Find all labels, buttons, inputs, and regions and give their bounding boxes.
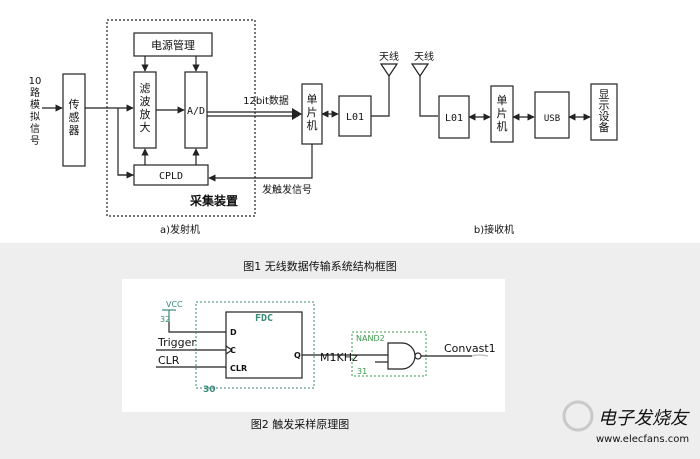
mcu-tx-label: 单片机 (307, 93, 318, 132)
antenna-rx-label: 天线 (414, 50, 434, 63)
adc-box (184, 71, 208, 149)
pin-d: D (230, 328, 237, 337)
transmitter-label: a)发射机 (160, 223, 200, 236)
figure1 (42, 19, 618, 217)
watermark: 电子发烧友 www.elecfans.com (562, 400, 690, 445)
sensor-box (62, 73, 86, 167)
fdc-box (225, 311, 303, 379)
lo1-rx-label: L01 (445, 113, 463, 124)
antenna-tx (379, 63, 399, 78)
fig1-caption: 图1 无线数据传输系统结构框图 (243, 259, 397, 273)
nand-label: NAND2 (356, 334, 385, 343)
convast-label: Convast1 (444, 342, 496, 355)
pin-c: C (230, 346, 236, 355)
watermark-logo-icon (562, 400, 594, 432)
power-box (133, 32, 213, 57)
trigger-input-label: Trigger (157, 336, 196, 349)
cpld-label: CPLD (159, 171, 183, 182)
mcu-rx-label: 单片机 (497, 94, 508, 133)
fig2-caption: 图2 触发采样原理图 (251, 417, 350, 431)
antenna-rx (410, 63, 430, 78)
filter-amp-label: 滤波放大 (140, 82, 151, 134)
vcc-num: 32 (160, 315, 170, 324)
bus-12bit-label: 12bit数据 (243, 94, 289, 107)
acq-device-label: 采集装置 (189, 193, 238, 208)
usb-label: USB (544, 114, 560, 124)
antenna-tx-label: 天线 (379, 50, 399, 63)
trigger-signal-label: 发触发信号 (262, 183, 312, 196)
watermark-text: 电子发烧友 (598, 408, 690, 429)
pin-q: Q (294, 351, 301, 360)
figure2 (156, 301, 489, 389)
num-31: 31 (357, 367, 367, 376)
pin-clr: CLR (230, 364, 247, 373)
m1khz-label: M1KHz (320, 351, 358, 364)
display-label: 显示设备 (599, 88, 610, 134)
watermark-url: www.elecfans.com (596, 434, 689, 445)
receiver-label: b)接收机 (474, 223, 514, 236)
clr-input-label: CLR (158, 354, 180, 367)
power-label: 电源管理 (151, 38, 195, 52)
fdc-label: FDC (255, 313, 273, 324)
num-30: 30 (203, 385, 216, 395)
sensor-label: 传感器 (69, 98, 80, 137)
acq-device-border (106, 19, 256, 217)
vcc-label: VCC (166, 300, 183, 309)
adc-label: A/D (187, 106, 205, 117)
lo1-tx-label: L01 (346, 112, 364, 123)
display-box (590, 83, 618, 141)
